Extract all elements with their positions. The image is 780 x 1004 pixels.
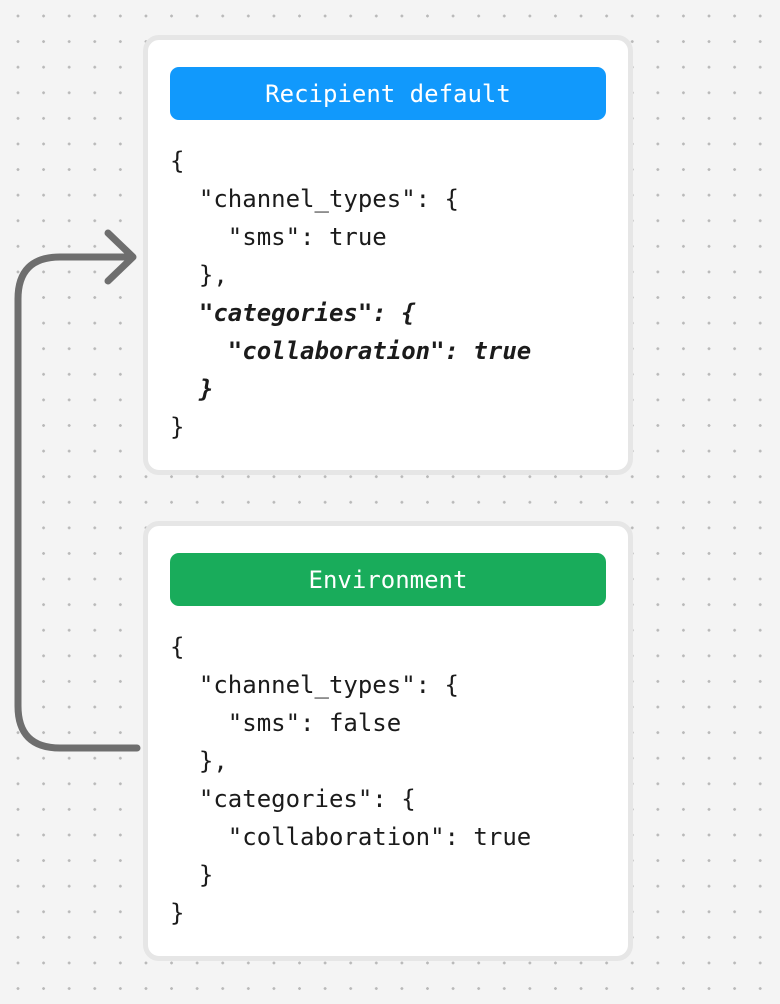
code-line: "sms": true <box>170 223 387 251</box>
code-line: "categories": { <box>170 299 416 327</box>
recipient-default-code-block: { "channel_types": { "sms": true }, "cat… <box>170 142 606 446</box>
code-line: "collaboration": true <box>170 823 532 851</box>
code-line: "sms": false <box>170 709 402 737</box>
card-recipient-default: Recipient default { "channel_types": { "… <box>143 35 633 475</box>
code-line: "channel_types": { <box>170 185 459 213</box>
arrow-right-icon <box>14 229 141 752</box>
code-line: } <box>170 413 185 441</box>
recipient-default-header-badge: Recipient default <box>170 67 606 120</box>
code-line: { <box>170 633 185 661</box>
code-line: "categories": { <box>170 785 416 813</box>
code-line: { <box>170 147 185 175</box>
card-environment: Environment { "channel_types": { "sms": … <box>143 521 633 961</box>
code-line: }, <box>170 747 228 775</box>
environment-header-badge: Environment <box>170 553 606 606</box>
environment-code-block: { "channel_types": { "sms": false }, "ca… <box>170 628 606 932</box>
code-line: "collaboration": true <box>170 337 532 365</box>
code-line: } <box>170 861 214 889</box>
code-line: }, <box>170 261 228 289</box>
code-line: "channel_types": { <box>170 671 459 699</box>
code-line: } <box>170 375 214 403</box>
code-line: } <box>170 899 185 927</box>
